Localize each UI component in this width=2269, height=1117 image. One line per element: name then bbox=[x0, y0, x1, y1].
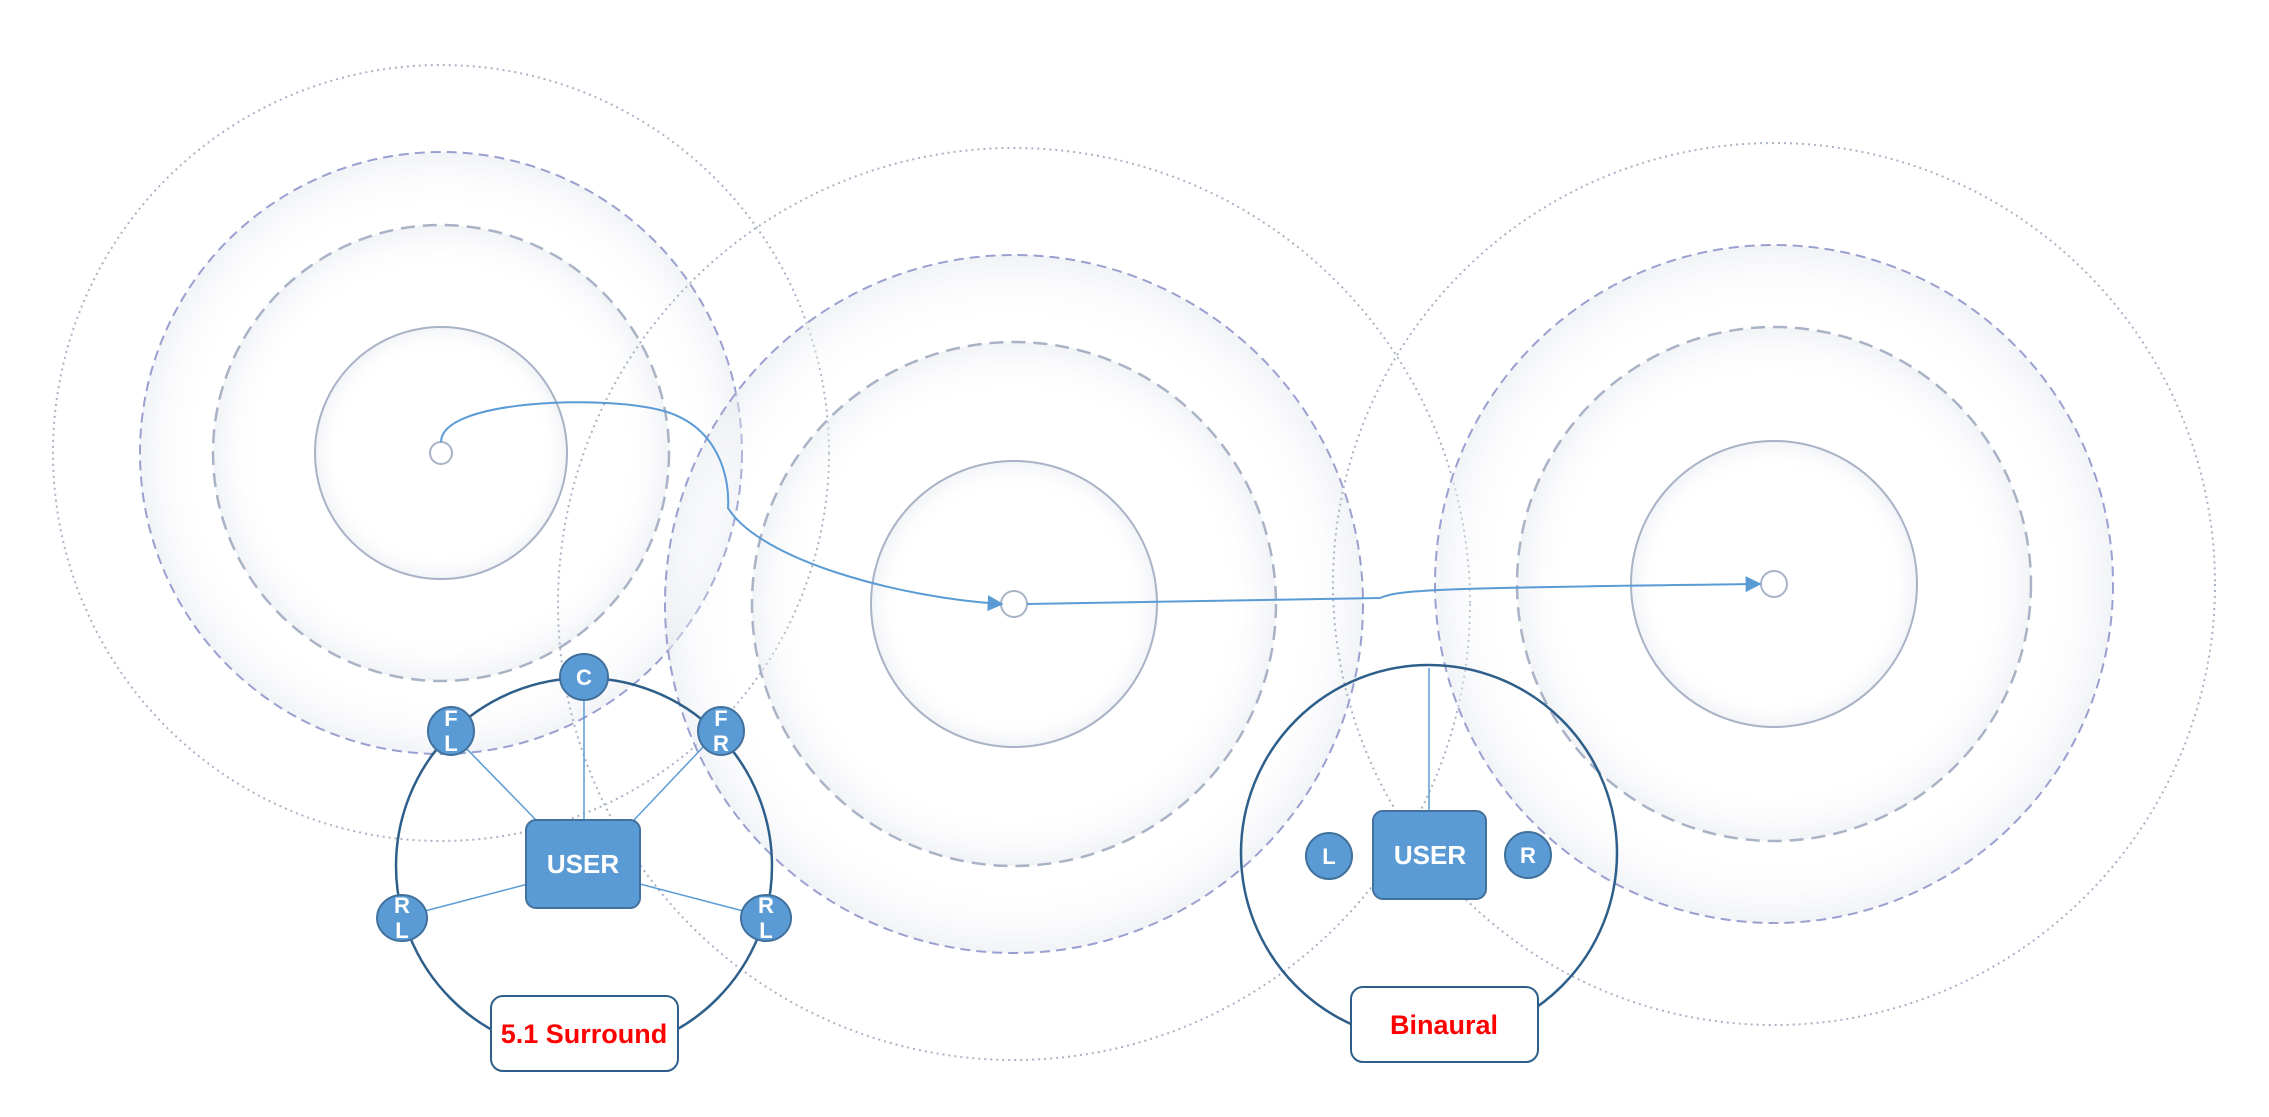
speaker-front-right: F R bbox=[697, 706, 745, 756]
binaural-speaker-left: L bbox=[1305, 832, 1353, 880]
surround-user-label: USER bbox=[547, 849, 619, 879]
movement-path-2-to-3 bbox=[1026, 576, 1762, 605]
binaural-speaker-right: R bbox=[1504, 831, 1552, 879]
speaker-rear-left-label-2: L bbox=[395, 918, 408, 943]
speaker-center-label: C bbox=[576, 665, 592, 690]
binaural-setup: USER L R Binaural bbox=[1239, 663, 1619, 1063]
speaker-center: C bbox=[559, 653, 609, 701]
speaker-rear-right-label-1: R bbox=[758, 893, 774, 918]
binaural-user-label: USER bbox=[1394, 840, 1466, 870]
speaker-front-left-label-2: L bbox=[444, 731, 457, 756]
binaural-caption-label: Binaural bbox=[1390, 1010, 1498, 1040]
speaker-rear-left: R L bbox=[376, 893, 428, 943]
source-2-point bbox=[1000, 590, 1028, 618]
source-3-point bbox=[1760, 570, 1788, 598]
speaker-front-right-label-1: F bbox=[714, 706, 727, 731]
speaker-rear-right-label-2: L bbox=[759, 918, 772, 943]
speaker-rear-left-label-1: R bbox=[394, 893, 410, 918]
source-1-rings bbox=[52, 64, 830, 842]
surround-caption-label: 5.1 Surround bbox=[501, 1019, 668, 1049]
surround-link-rear-right bbox=[639, 883, 748, 913]
source-1-point bbox=[429, 441, 453, 465]
binaural-user: USER bbox=[1372, 810, 1487, 900]
surround-caption-box bbox=[490, 995, 679, 1072]
surround-caption: 5.1 Surround bbox=[490, 995, 679, 1072]
surround-user: USER bbox=[525, 819, 641, 909]
binaural-user-box bbox=[1372, 810, 1487, 900]
surround-link-front-right bbox=[633, 744, 706, 821]
source-3-outer-dotted-ring bbox=[1332, 142, 2216, 1026]
binaural-caption: Binaural bbox=[1350, 986, 1539, 1063]
speaker-rear-right: R L bbox=[740, 893, 792, 943]
source-3-rings bbox=[1332, 142, 2216, 1026]
binaural-speaker-right-label: R bbox=[1520, 843, 1536, 868]
speaker-front-right-label-2: R bbox=[713, 731, 729, 756]
source-2-rings bbox=[557, 147, 1471, 1061]
speaker-front-left: F L bbox=[427, 706, 475, 756]
surround-link-rear-left bbox=[420, 883, 529, 913]
surround-setup: USER C F L F R R L R L 5.1 bbox=[376, 653, 792, 1072]
movement-path-1-to-2 bbox=[440, 401, 1004, 612]
surround-user-box bbox=[525, 819, 641, 909]
speaker-front-left-label-1: F bbox=[444, 706, 457, 731]
binaural-speaker-left-label: L bbox=[1322, 844, 1335, 869]
surround-link-front-left bbox=[462, 744, 537, 821]
binaural-caption-box bbox=[1350, 986, 1539, 1063]
